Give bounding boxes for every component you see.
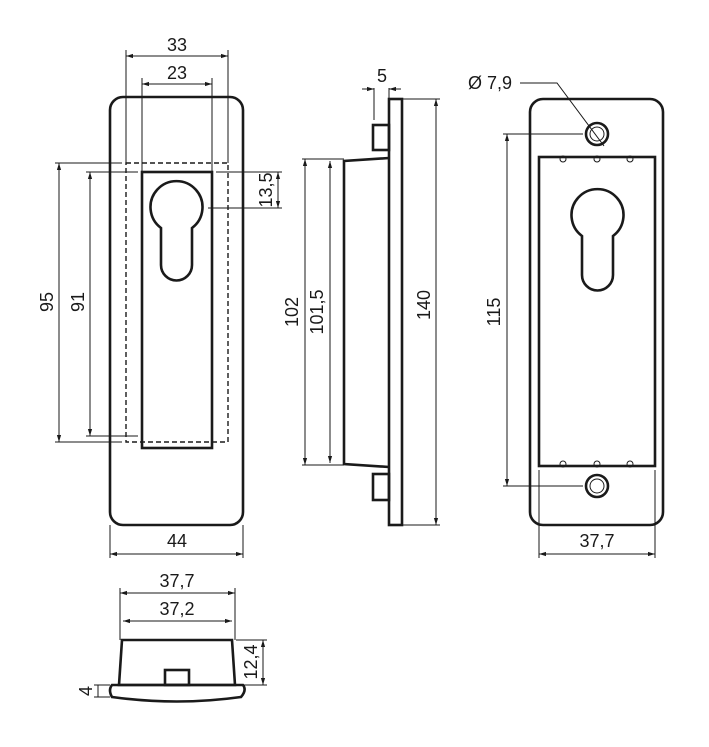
dim-hole-diameter: Ø 7,9 (468, 73, 512, 93)
dim-bottom-outer-width: 37,7 (159, 571, 194, 591)
keyhole-icon (149, 179, 204, 282)
side-plate (387, 97, 404, 527)
screw-hole-top (584, 121, 610, 147)
screw-hole-bottom (584, 473, 610, 499)
dim-plate-height: 140 (414, 290, 434, 320)
dim-plate-thickness: 5 (377, 66, 387, 86)
bottom-body (117, 638, 237, 687)
dim-body-height: 102 (282, 297, 302, 327)
dim-flange-thickness: 4 (76, 686, 96, 696)
inner-panel (140, 170, 214, 450)
side-view: 5 102 101,5 140 (282, 66, 440, 527)
dim-bottom-inner-width: 37,2 (159, 599, 194, 619)
back-body (537, 155, 657, 468)
dim-width-outer: 33 (167, 35, 187, 55)
dim-width-inner: 23 (167, 63, 187, 83)
dim-height-outer: 95 (37, 292, 57, 312)
dim-height-inner: 91 (68, 292, 88, 312)
dim-plate-width: 44 (167, 531, 187, 551)
bottom-view: 37,7 37,2 12,4 4 (76, 571, 267, 703)
front-view: 33 23 95 91 13,5 44 (37, 35, 282, 558)
dim-bottom-depth: 12,4 (241, 644, 261, 679)
clip-holes (559, 155, 634, 468)
dim-body-width: 37,7 (579, 531, 614, 551)
front-plate (108, 95, 245, 527)
side-tab-top (371, 123, 391, 152)
keyhole-icon (570, 187, 625, 292)
dim-keyhole-offset: 13,5 (256, 172, 276, 207)
back-plate (528, 97, 665, 527)
bottom-tab (163, 668, 191, 687)
dim-hole-spacing: 115 (484, 298, 504, 327)
dim-body-inner-height: 101,5 (307, 289, 327, 334)
bottom-flange (108, 683, 246, 703)
side-body (342, 156, 390, 469)
hidden-recess-outline (125, 162, 229, 443)
back-view: Ø 7,9 115 37,7 (468, 73, 665, 558)
side-tab-bottom (371, 472, 391, 502)
